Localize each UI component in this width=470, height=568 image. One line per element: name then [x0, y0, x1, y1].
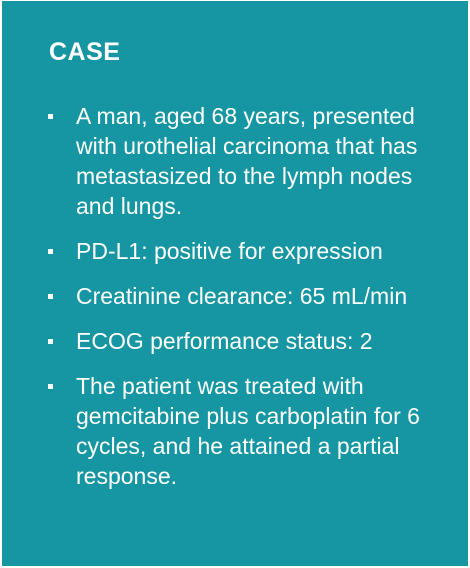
bullet-icon — [48, 294, 53, 299]
case-item-text: The patient was treated with gemcitabine… — [76, 373, 420, 489]
case-item-ecog: ECOG performance status: 2 — [48, 326, 448, 356]
bullet-icon — [48, 249, 53, 254]
bullet-icon — [48, 384, 53, 389]
case-item-treatment: The patient was treated with gemcitabine… — [48, 371, 448, 491]
bullet-icon — [48, 114, 53, 119]
case-title: CASE — [49, 38, 121, 66]
bullet-icon — [48, 339, 53, 344]
case-item-text: Creatinine clearance: 65 mL/min — [76, 283, 408, 309]
case-item-patient: A man, aged 68 years, presented with uro… — [48, 101, 448, 221]
case-item-creatinine: Creatinine clearance: 65 mL/min — [48, 281, 448, 311]
case-item-pdl1: PD-L1: positive for expression — [48, 236, 448, 266]
case-item-text: ECOG performance status: 2 — [76, 328, 373, 354]
case-item-text: PD-L1: positive for expression — [76, 238, 383, 264]
case-bullet-list: A man, aged 68 years, presented with uro… — [48, 101, 448, 506]
case-item-text: A man, aged 68 years, presented with uro… — [76, 103, 418, 219]
